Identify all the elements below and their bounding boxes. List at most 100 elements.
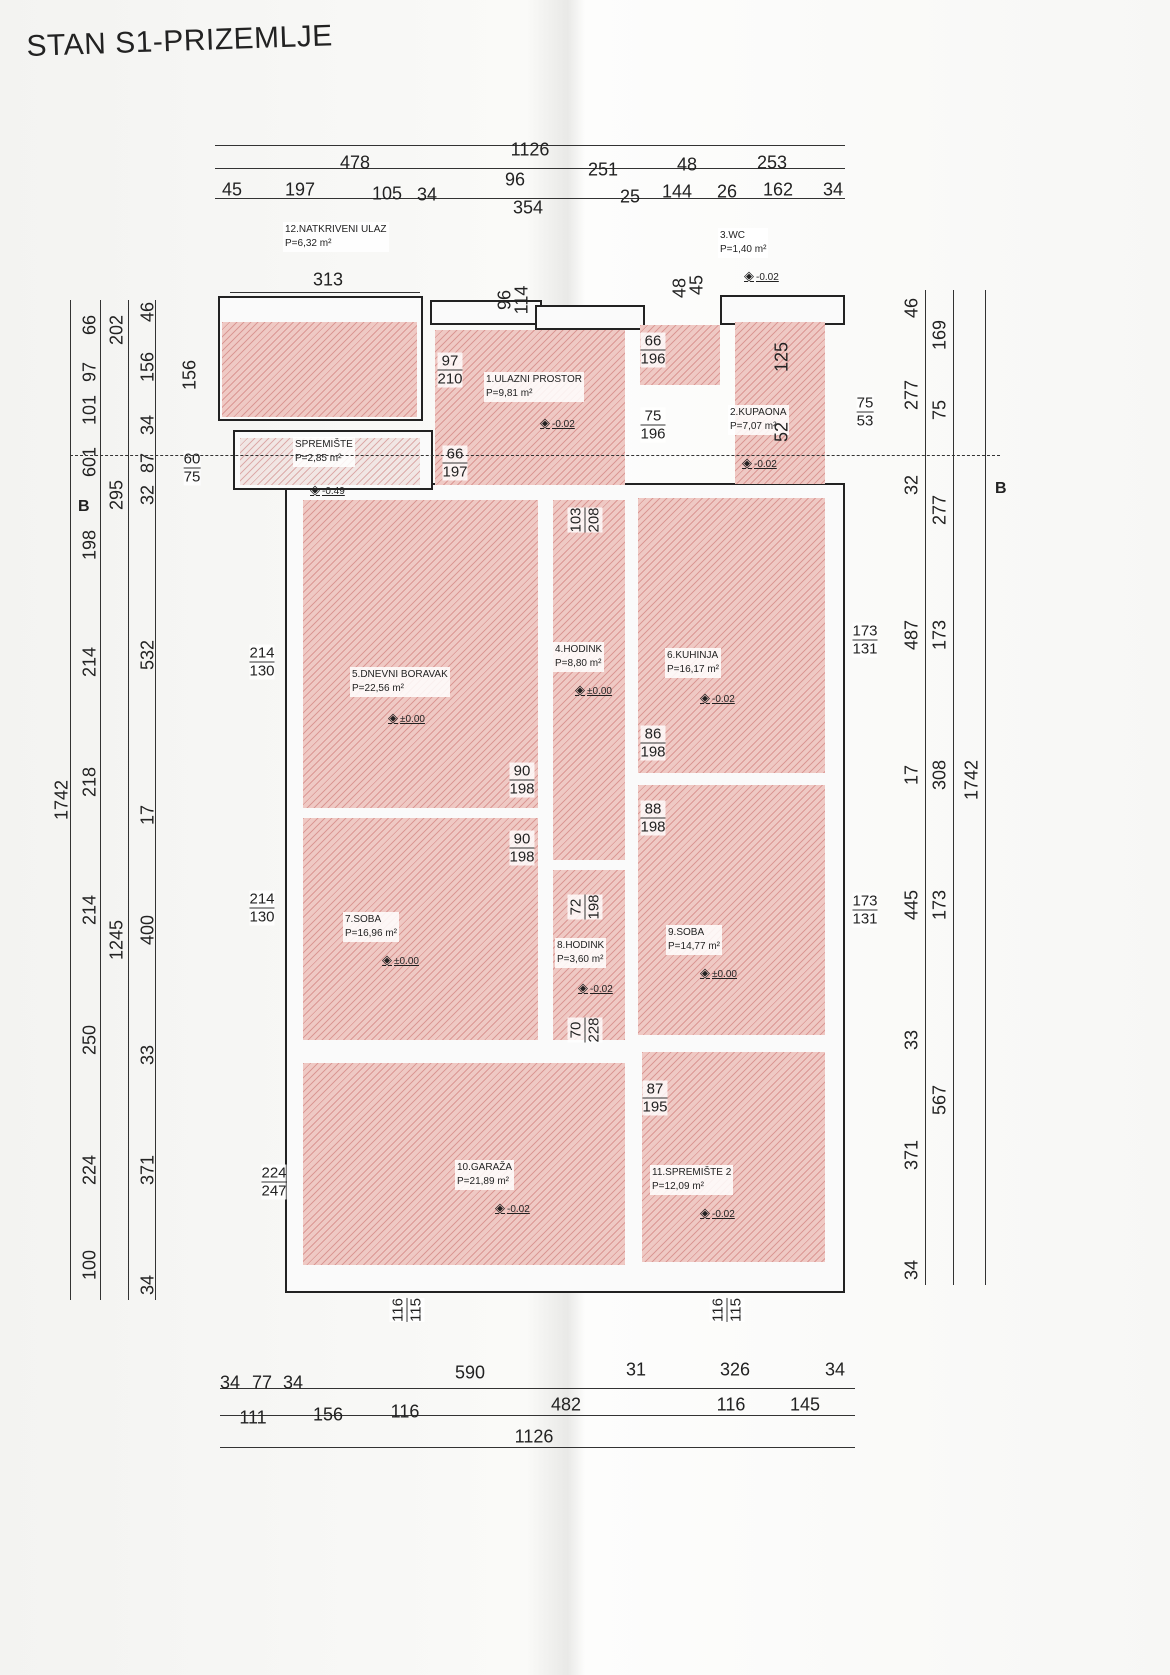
room-area: P=1,40 m²	[720, 244, 767, 255]
dimension-value: 26	[716, 181, 738, 202]
dimension-value: 34	[219, 1372, 241, 1393]
floor-level-marker: -0.49	[310, 482, 345, 498]
dimension-value: 478	[339, 152, 371, 173]
dimension-value: 354	[512, 197, 544, 218]
dimension-value: 251	[587, 159, 619, 180]
dimension-value: 34	[824, 1359, 846, 1380]
opening-height: 198	[509, 848, 535, 866]
dimension-value: 100	[79, 1249, 100, 1281]
room-name: 7.SOBA	[345, 914, 382, 925]
opening-width: 214	[249, 890, 275, 909]
floor-level-marker: -0.02	[495, 1200, 530, 1216]
dimension-value: 45	[686, 274, 707, 296]
opening-height: 197	[442, 463, 468, 481]
dimension-line	[128, 300, 129, 1300]
floor-level-marker: -0.02	[742, 455, 777, 471]
opening-width: 72	[567, 894, 586, 920]
dimension-line	[215, 145, 845, 146]
wall	[535, 305, 645, 330]
opening-height: 198	[640, 818, 666, 836]
opening-height: 53	[856, 412, 874, 430]
room-area: P=7,07 m²	[730, 421, 777, 432]
opening-height: 210	[437, 370, 463, 388]
dimension-value: 111	[239, 1407, 267, 1428]
dimension-value: 52	[771, 421, 792, 443]
opening-width: 214	[249, 644, 275, 663]
room-label: 12.NATKRIVENI ULAZ P=6,32 m²	[283, 222, 389, 252]
room-name: 11.SPREMIŠTE 2	[652, 1167, 732, 1178]
room	[638, 498, 825, 773]
room-area: P=16,17 m²	[667, 664, 719, 675]
opening-width: 70	[567, 1017, 586, 1043]
dimension-value: 17	[137, 804, 158, 826]
dimension-value: 250	[79, 1024, 100, 1056]
dimension-value: 601	[79, 446, 100, 478]
room-area: P=3,60 m²	[557, 954, 604, 965]
dimension-value: 33	[901, 1029, 922, 1051]
room-label: SPREMIŠTE P=2,85 m²	[293, 437, 355, 467]
room-area: P=21,89 m²	[457, 1176, 509, 1187]
page-title: STAN S1-PRIZEMLJE	[26, 19, 334, 63]
opening-width: 90	[509, 763, 535, 781]
dimension-line	[953, 290, 954, 1285]
room	[303, 818, 538, 1040]
dimension-value: 202	[106, 314, 127, 346]
dimension-line	[215, 168, 845, 169]
opening-height: 130	[249, 908, 275, 926]
room-name: 12.NATKRIVENI ULAZ	[285, 224, 387, 235]
dimension-value: 34	[822, 179, 844, 200]
dimension-value: 197	[284, 179, 316, 200]
opening-height: 198	[509, 780, 535, 798]
room	[638, 785, 825, 1035]
opening-width: 75	[640, 408, 666, 426]
dimension-value: 101	[79, 394, 100, 426]
dimension-line	[70, 300, 71, 1300]
dimension-line	[985, 290, 986, 1285]
opening-width: 173	[852, 622, 878, 641]
dimension-value: 313	[312, 269, 344, 290]
room-area: P=6,32 m²	[285, 238, 332, 249]
opening-width: 97	[437, 353, 463, 371]
dimension-value: 144	[661, 181, 693, 202]
room-name: 6.KUHINJA	[667, 650, 719, 661]
floor-level-marker: ±0.00	[700, 965, 737, 981]
opening-height: 75	[183, 468, 201, 486]
opening-height: 115	[727, 1298, 745, 1322]
dimension-line	[220, 1415, 855, 1416]
opening-height: 196	[640, 425, 666, 443]
opening-width: 173	[852, 892, 878, 911]
room-name: 3.WC	[720, 230, 745, 241]
dimension-value: 1245	[106, 919, 127, 961]
room-area: P=8,80 m²	[555, 658, 602, 669]
opening-width: 86	[640, 726, 666, 744]
wall	[720, 295, 845, 325]
room-name: 9.SOBA	[668, 927, 705, 938]
room-area: P=9,81 m²	[486, 388, 533, 399]
dimension-value: 214	[79, 646, 100, 678]
opening-height: 247	[261, 1182, 287, 1200]
dimension-value: 33	[137, 1044, 158, 1066]
room-label: 3.WC P=1,40 m²	[718, 228, 769, 258]
room-name: SPREMIŠTE	[295, 439, 353, 450]
dimension-value: 97	[79, 361, 100, 383]
dimension-value: 34	[137, 414, 158, 436]
dimension-value: 25	[619, 186, 641, 207]
room-area: P=2,85 m²	[295, 453, 342, 464]
room	[553, 500, 625, 860]
dimension-value: 17	[901, 764, 922, 786]
opening-width: 60	[183, 450, 201, 469]
